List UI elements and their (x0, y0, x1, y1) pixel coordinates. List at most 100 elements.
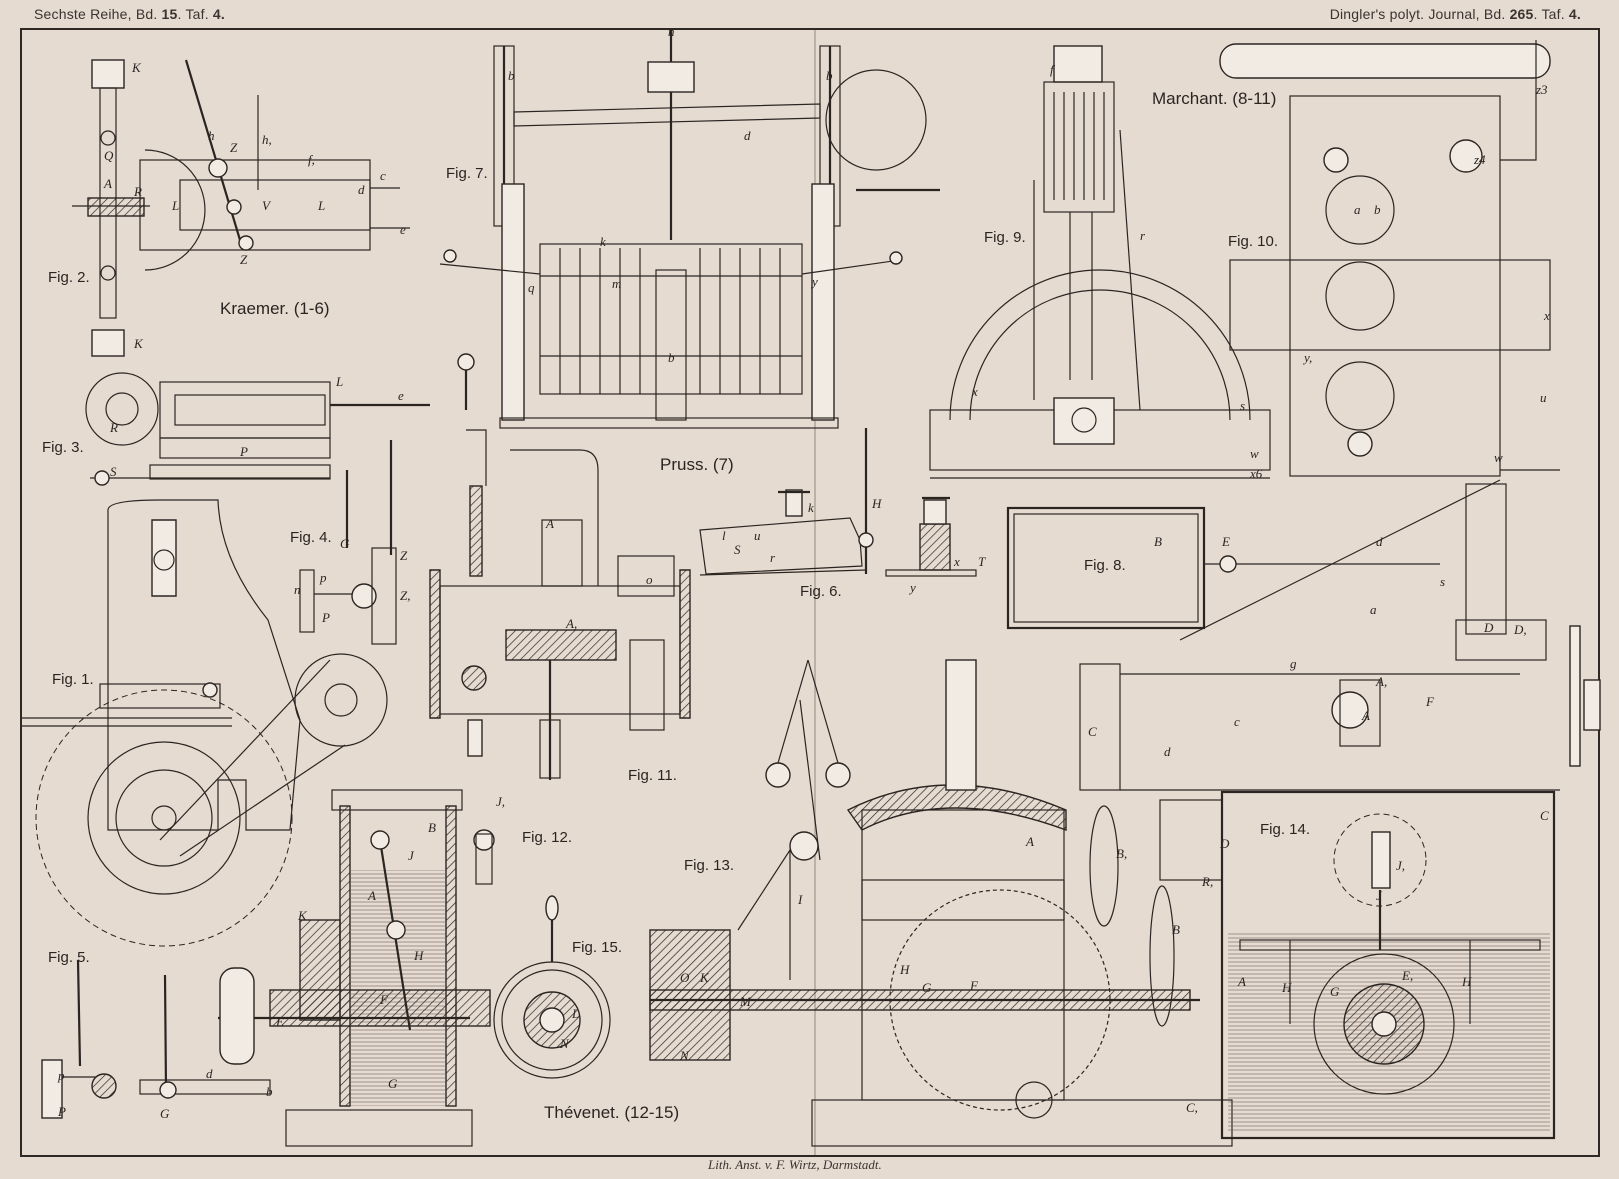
letter-h1-fig2: h, (262, 132, 272, 147)
letter-n-fig7: n (668, 24, 675, 39)
letter-F-fig8: F (1425, 694, 1435, 709)
letter-P-fig5: P (57, 1104, 66, 1119)
letter-K-top: K (131, 60, 142, 75)
letter-s-fig8: s (1440, 574, 1445, 589)
letter-A-fig8: A (1361, 708, 1370, 723)
lithographer-credit: Lith. Anst. v. F. Wirtz, Darmstadt. (708, 1157, 882, 1172)
letter-o-fig11: o (646, 572, 653, 587)
letter-w-fig9: w (1250, 446, 1259, 461)
letter-A1-fig11: A, (565, 616, 577, 631)
letter-b-fig7-right: b (826, 68, 833, 83)
fig3-label: Fig. 3. (42, 439, 84, 456)
author-thevenet: Thévenet. (12-15) (544, 1103, 679, 1122)
fig7-label: Fig. 7. (446, 165, 488, 182)
letter-G-fig4: G (340, 536, 350, 551)
letter-A-fig2: A (103, 176, 112, 191)
letter-M-fig13: M (739, 994, 752, 1009)
letter-R1-fig14: R, (1201, 874, 1213, 889)
fig8-label: Fig. 8. (1084, 557, 1126, 574)
fig13-drawing (649, 659, 1233, 1147)
fig6-side-drawing (885, 496, 977, 577)
letter-c-fig2: c (380, 168, 386, 183)
plate-header-right: Dingler's polyt. Journal, Bd. 265. Taf. … (1329, 6, 1581, 22)
fig2-label: Fig. 2. (48, 269, 90, 286)
letter-n-fig4: n (294, 582, 301, 597)
center-fold (814, 28, 816, 1155)
plate-header-left: Sechste Reihe, Bd. 15. Taf. 4. (34, 6, 225, 22)
letter-H-fig6: H (871, 496, 882, 511)
letter-R-fig3: R (109, 420, 118, 435)
letter-x-side: x (953, 554, 960, 569)
fig13-label: Fig. 13. (684, 857, 734, 874)
letter-I-fig13: I (797, 892, 803, 907)
letter-m-fig7: m (612, 276, 621, 291)
letter-q-fig7: q (528, 280, 535, 295)
fig10-label: Fig. 10. (1228, 233, 1278, 250)
letter-E-fig8: E (1221, 534, 1230, 549)
letter-p-fig4: p (319, 570, 327, 585)
letter-B1-fig13: B, (1116, 846, 1127, 861)
letter-w-fig10: w (1494, 450, 1503, 465)
fig2-drawing (72, 59, 410, 357)
letter-A-fig11: A (545, 516, 554, 531)
fig11-label: Fig. 11. (628, 767, 677, 784)
letter-H-fig12: H (413, 948, 424, 963)
plate-frame (20, 28, 1600, 1157)
letter-p-fig5: p (57, 1068, 65, 1083)
letter-h-fig2: h (208, 128, 215, 143)
fig8-drawing (1006, 479, 1601, 791)
letter-F-fig13: F (969, 978, 979, 993)
fig12-label: Fig. 12. (522, 829, 572, 846)
letter-k-fig6: k (808, 500, 814, 515)
letter-D1-fig8: D, (1513, 622, 1527, 637)
fig6-drawing (699, 428, 874, 576)
fig3-drawing (85, 372, 430, 486)
letter-b-fig10: b (1374, 202, 1381, 217)
letter-J-fig14: J (1376, 888, 1383, 903)
fig10-drawing (1219, 40, 1560, 477)
fig12-drawing (218, 789, 495, 1147)
letter-C-fig14: C (1540, 808, 1549, 823)
letter-S-fig3: S (110, 464, 117, 479)
letter-y-side: y (908, 580, 916, 595)
letter-Z1-fig4: Z, (400, 588, 410, 603)
letter-T: T (978, 554, 986, 569)
letter-E1-fig14: E, (1401, 968, 1413, 983)
letter-S-fig6: S (734, 542, 741, 557)
letter-K-bottom: K (133, 336, 144, 351)
letter-L-fig2: L (171, 198, 179, 213)
letter-d-fig7: d (744, 128, 751, 143)
fig6-label: Fig. 6. (800, 583, 842, 600)
letter-F-fig12: F (379, 992, 389, 1007)
letter-f-fig9: f (1050, 62, 1056, 77)
letter-b-fig5: b (266, 1084, 273, 1099)
letter-G-fig12: G (388, 1076, 398, 1091)
letter-u-fig10: u (1540, 390, 1547, 405)
fig1-label: Fig. 1. (52, 671, 94, 688)
letter-C1-fig14: C, (1186, 1100, 1198, 1115)
author-pruss: Pruss. (7) (660, 455, 734, 474)
letter-N-fig15: N (559, 1036, 570, 1051)
letter-d-fig5: d (206, 1066, 213, 1081)
fig14-label: Fig. 14. (1260, 821, 1310, 838)
letter-G-fig13: G (922, 980, 932, 995)
part-letters: K Q A R L V L Z Z h h, f, d c e K R P S … (57, 24, 1550, 1121)
letter-P-fig4: P (321, 610, 330, 625)
letter-L2-fig2: L (317, 198, 325, 213)
letter-L-fig3: L (335, 374, 343, 389)
letter-O-fig13: O (680, 970, 690, 985)
letter-B-fig12: B (428, 820, 436, 835)
letter-J1-fig12: J, (496, 794, 505, 809)
letter-A1-fig8: A, (1375, 674, 1387, 689)
letter-P-fig3: P (239, 444, 248, 459)
letter-Q: Q (104, 148, 114, 163)
letter-f1-fig2: f, (308, 152, 315, 167)
letter-x6-fig9: x6 (1249, 466, 1263, 481)
letter-J1-fig14: J, (1396, 858, 1405, 873)
letter-H2-fig14: H (1461, 974, 1472, 989)
letter-A-fig12: A (367, 888, 376, 903)
letter-e-fig3: e (398, 388, 404, 403)
letter-x-fig9: x (971, 384, 978, 399)
letter-G-fig5: G (160, 1106, 170, 1121)
